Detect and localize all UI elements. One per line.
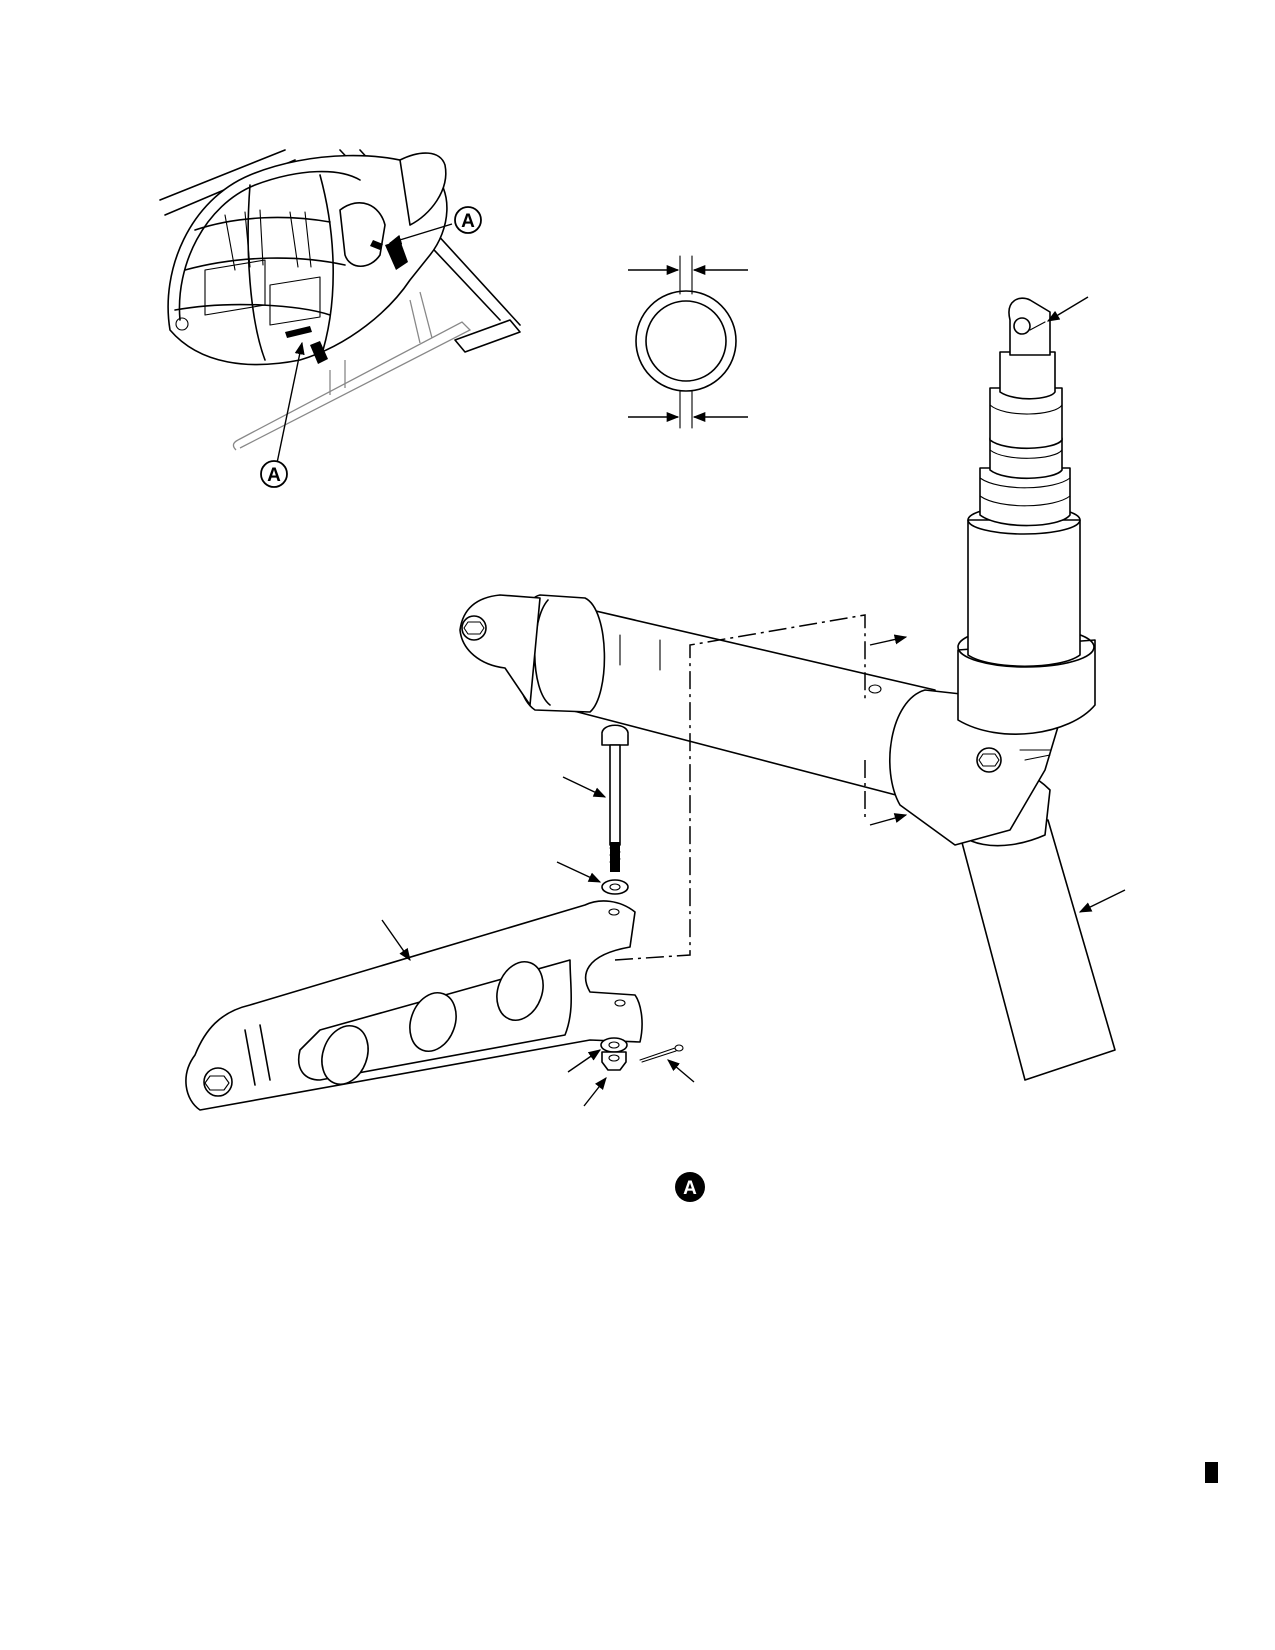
castle-nut [583,1051,627,1107]
highlighted-fittings [285,240,408,364]
helicopter-locator-view: A A [159,149,521,488]
detail-label-letter: A [683,1178,697,1199]
locator-callout-lower: A [260,341,305,488]
shock-strut [967,296,1089,668]
cotter-pin [639,1044,695,1083]
callout-letter-upper: A [461,211,475,232]
tube-cross-section [628,255,748,429]
washer-upper [556,861,629,895]
callout-letter-lower: A [267,465,281,486]
fuselage [167,152,448,366]
detail-label: A [675,1172,705,1202]
page-marker [1205,1462,1218,1483]
link-arm [185,900,643,1111]
locator-callout-upper: A [388,206,482,245]
tee-fitting [889,626,1096,846]
bolt [562,724,629,872]
landing-skid [232,291,472,451]
alignment-lines [614,614,908,961]
cross-tube [459,594,936,801]
